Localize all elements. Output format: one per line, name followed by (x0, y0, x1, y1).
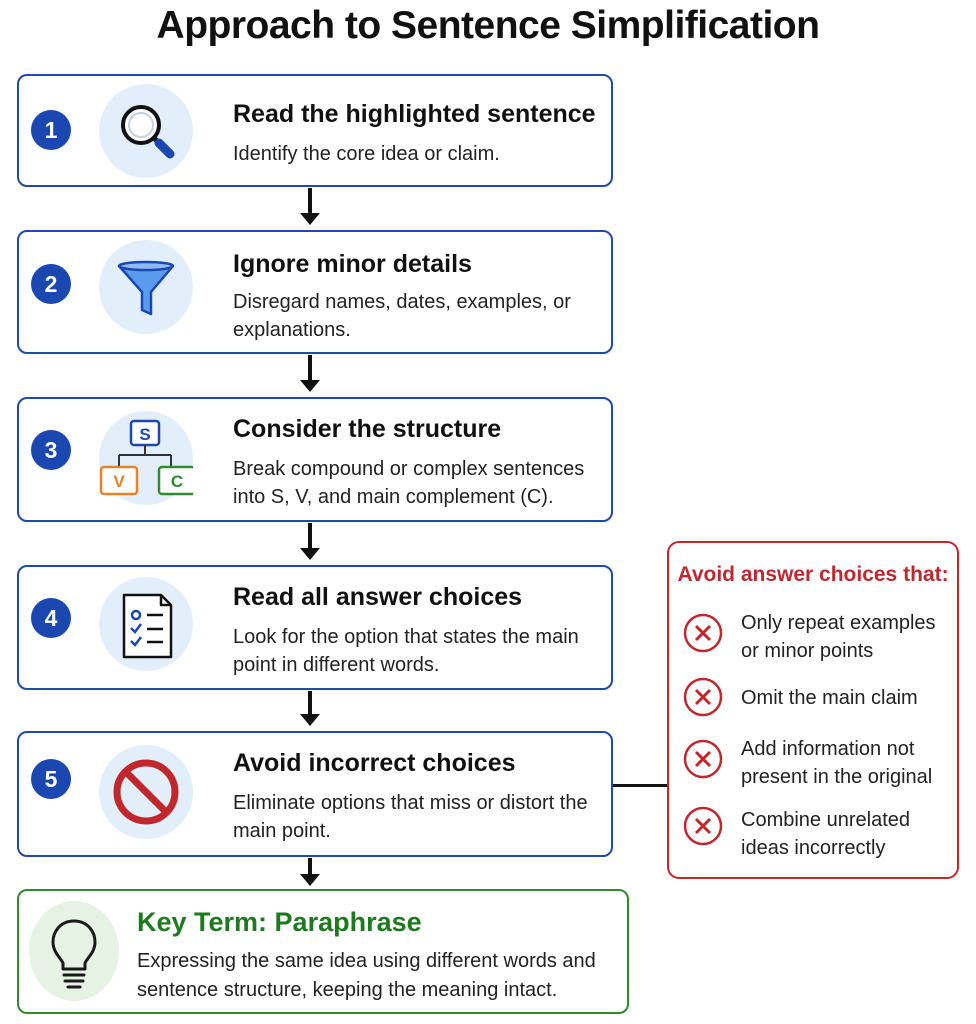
step-number-badge: 1 (31, 110, 71, 150)
step-number-badge: 2 (31, 264, 71, 304)
flow-arrowhead (300, 380, 320, 392)
avoid-item-text: Combine unrelated ideas incorrectly (741, 809, 910, 859)
magnifying-glass-icon (99, 84, 193, 178)
avoid-item-text: Only repeat examples or minor points (741, 612, 936, 662)
flow-arrow (308, 691, 312, 715)
flow-arrowhead (300, 714, 320, 726)
flow-arrowhead (300, 213, 320, 225)
page-title: Approach to Sentence Simplification (156, 4, 820, 47)
step-title: Ignore minor details (233, 250, 472, 278)
funnel-icon (99, 240, 193, 334)
avoid-item-text: Add information not present in the origi… (741, 738, 933, 788)
step-description: Eliminate options that miss or distort t… (233, 792, 588, 842)
tree-label-v: V (113, 472, 125, 491)
checklist-icon (99, 577, 193, 671)
flow-arrow (308, 523, 312, 549)
x-circle-icon (683, 613, 723, 653)
sentence-structure-icon: S V C (99, 411, 193, 505)
flow-arrow (308, 858, 312, 875)
flow-arrow (308, 188, 312, 214)
step-description: Break compound or complex sentences into… (233, 458, 585, 508)
flow-arrow (308, 355, 312, 381)
key-term-description: Expressing the same idea using different… (137, 950, 596, 1001)
key-term-card: Key Term: Paraphrase Expressing the same… (17, 889, 629, 1014)
x-circle-icon (683, 677, 723, 717)
x-circle-icon (683, 806, 723, 846)
step-number-badge: 3 (31, 430, 71, 470)
step-title: Read all answer choices (233, 583, 523, 611)
step-description: Disregard names, dates, examples, or exp… (233, 291, 571, 341)
step-title: Avoid incorrect choices (233, 749, 516, 777)
key-term-title: Key Term: Paraphrase (137, 907, 422, 937)
step-number-badge: 5 (31, 759, 71, 799)
x-circle-icon (683, 739, 723, 779)
step-title: Read the highlighted sentence (233, 100, 596, 128)
avoid-panel-title: Avoid answer choices that: (677, 563, 949, 586)
step-4-card: 4 Read all answer choices Look for the o… (17, 565, 613, 690)
connector-line (613, 784, 667, 787)
step-title: Consider the structure (233, 415, 502, 443)
tree-label-c: C (171, 472, 183, 491)
avoid-item-text: Omit the main claim (741, 687, 918, 709)
flow-arrowhead (300, 874, 320, 886)
step-description: Look for the option that states the main… (233, 626, 579, 676)
lightbulb-icon (29, 901, 119, 1001)
prohibited-icon (99, 745, 193, 839)
step-3-card: 3 S V C Consider the structure Break com… (17, 397, 613, 522)
step-number-badge: 4 (31, 598, 71, 638)
step-description: Identify the core idea or claim. (233, 143, 500, 165)
tree-label-s: S (139, 425, 150, 444)
step-5-card: 5 Avoid incorrect choices Eliminate opti… (17, 731, 613, 857)
step-2-card: 2 Ignore minor details Disregard names, … (17, 230, 613, 354)
avoid-panel: Avoid answer choices that: Only repeat e… (667, 541, 959, 879)
step-1-card: 1 Read the highlighted sentence Identify… (17, 74, 613, 187)
flow-arrowhead (300, 548, 320, 560)
